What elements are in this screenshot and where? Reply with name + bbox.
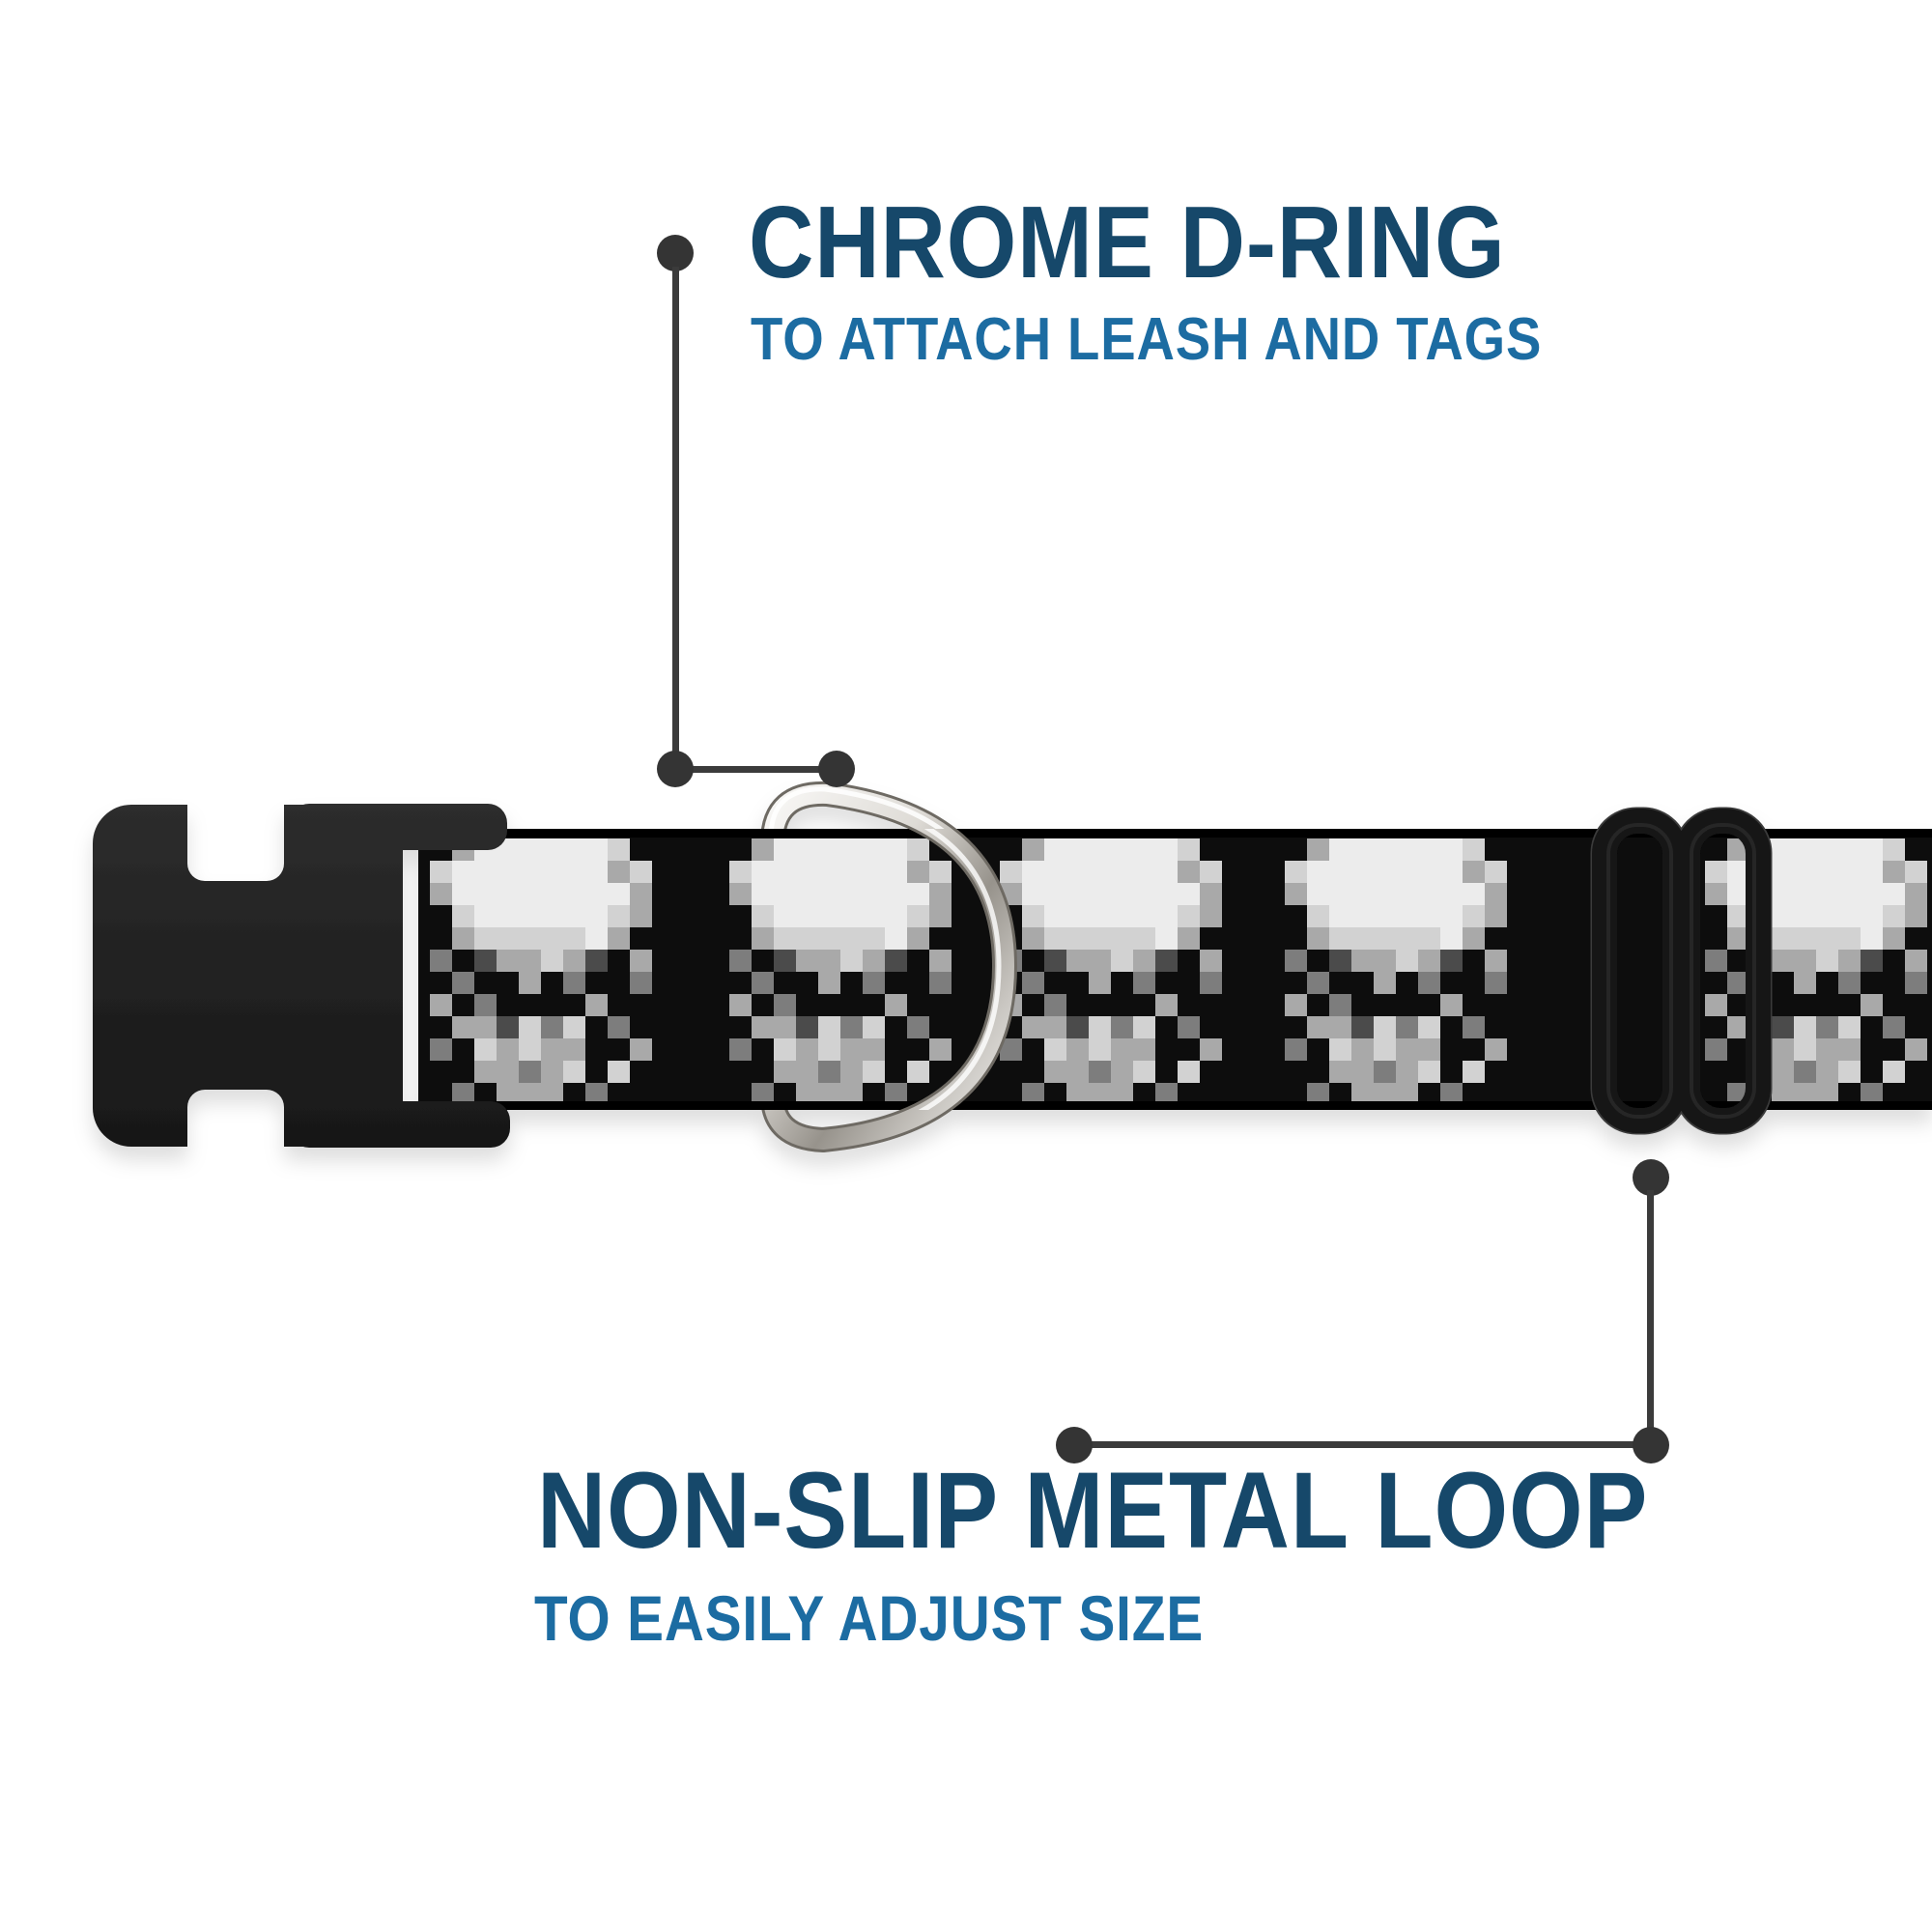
callout-dot	[657, 235, 694, 271]
callout-dot	[1056, 1427, 1093, 1463]
callout-dot	[657, 751, 694, 787]
d-ring-subtitle: TO ATTACH LEASH AND TAGS	[751, 306, 1543, 373]
callout-line-vertical	[1647, 1190, 1654, 1445]
metal-loop-slider	[1590, 807, 1773, 1135]
metal-loop-title: NON-SLIP METAL LOOP	[537, 1450, 1649, 1571]
callout-line-horizontal	[675, 766, 838, 773]
d-ring-title: CHROME D-RING	[749, 185, 1506, 299]
callout-line-vertical	[672, 267, 679, 773]
chrome-d-ring	[760, 781, 1018, 1153]
callout-dot	[1633, 1427, 1669, 1463]
callout-line-horizontal	[1074, 1441, 1651, 1448]
callout-dot	[818, 751, 855, 787]
collar-strap	[418, 829, 1932, 1110]
metal-loop-subtitle: TO EASILY ADJUST SIZE	[534, 1582, 1205, 1654]
plastic-buckle	[58, 734, 541, 1236]
callout-dot	[1633, 1159, 1669, 1196]
